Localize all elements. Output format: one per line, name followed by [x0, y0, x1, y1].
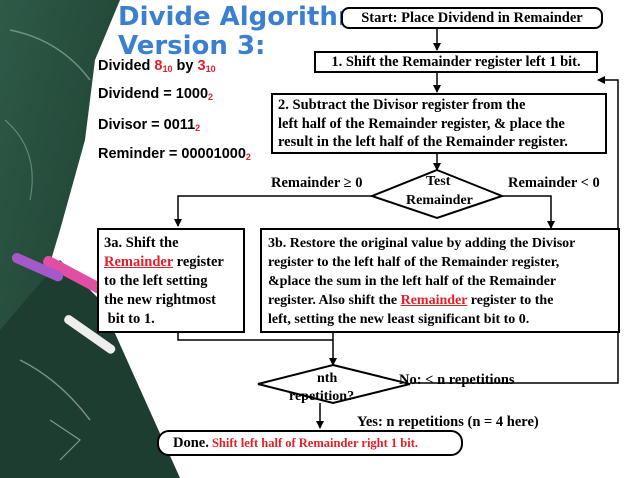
title-line-2: Version 3:	[118, 31, 266, 61]
chalk-purple-icon	[11, 253, 64, 282]
done-rest-label: Shift left half of Remainder right 1 bit…	[208, 436, 418, 450]
step3b-line-4: register. Also shift the Remainder regis…	[268, 291, 618, 310]
step3b-line-4-pre: register. Also shift the	[268, 293, 401, 308]
step2-line-3: result in the left half of the Remainder…	[278, 134, 568, 150]
nth-label-line-2: repetition?	[289, 389, 355, 404]
step3a-line-2: Remainder register	[104, 253, 243, 272]
reminder-value: Reminder = 00001000	[98, 146, 246, 162]
reminder-text: Reminder = 000010002	[98, 146, 251, 162]
divisor-value: Divisor = 0011	[98, 117, 196, 133]
step2-line-1: 2. Subtract the Divisor register from th…	[278, 97, 526, 113]
divided-mid: by	[172, 58, 198, 74]
step3b-remainder-link[interactable]: Remainder	[400, 293, 468, 308]
step3b-line-3: &place the sum in the left half of the R…	[268, 274, 557, 289]
dividend-base: 2	[208, 92, 214, 102]
start-label: Start: Place Dividend in Remainder	[361, 10, 583, 26]
branch-ge-label: Remainder ≥ 0	[271, 175, 363, 191]
step3a-line-1: 3a. Shift the	[104, 235, 179, 251]
divided-a-base: 10	[162, 64, 173, 74]
divided-b-base: 10	[205, 64, 216, 74]
divisor-base: 2	[195, 123, 201, 133]
branch-lt-label: Remainder < 0	[508, 175, 600, 191]
step1-label: 1. Shift the Remainder register left 1 b…	[331, 54, 581, 70]
no-branch-label: No: < n repetitions	[399, 372, 515, 388]
nth-repetition-diamond	[257, 363, 411, 405]
divided-by-text: Divided 810 by 310	[98, 58, 216, 74]
start-box: Start: Place Dividend in Remainder	[341, 7, 603, 29]
step3a-line-4: the new rightmost	[104, 292, 216, 308]
dividend-text: Dividend = 10002	[98, 86, 213, 102]
step1-box: 1. Shift the Remainder register left 1 b…	[314, 51, 598, 73]
divided-prefix: Divided	[98, 58, 155, 74]
step2-box: 2. Subtract the Divisor register from th…	[271, 93, 607, 154]
nth-label-line-1: nth	[317, 371, 338, 386]
step3b-line-1: 3b. Restore the original value by adding…	[268, 236, 576, 251]
divided-b: 3	[197, 58, 206, 74]
done-label: Done.	[173, 435, 209, 451]
divisor-text: Divisor = 00112	[98, 117, 200, 133]
step3a-remainder-link[interactable]: Remainder	[104, 254, 174, 270]
chalk-pink-icon	[43, 255, 107, 295]
divided-a: 8	[154, 58, 163, 74]
step3a-line-3: to the left setting	[104, 273, 208, 289]
chalk-white-icon	[64, 315, 116, 354]
step3b-line-4-post: register to the	[467, 293, 554, 308]
step3b-box: 3b. Restore the original value by adding…	[260, 228, 620, 333]
dividend-value: Dividend = 1000	[98, 86, 209, 102]
step3b-line-5: left, setting the new least significant …	[268, 312, 530, 327]
test-label-line-1: Test	[426, 174, 451, 189]
step3a-line-2-rest: register	[173, 254, 224, 270]
test-remainder-diamond	[369, 168, 505, 220]
step3a-line-5: bit to 1.	[104, 311, 155, 327]
step2-line-2: left half of the Remainder register, & p…	[278, 115, 565, 132]
done-box: Done. Shift left half of Remainder right…	[157, 430, 463, 456]
reminder-base: 2	[245, 152, 251, 162]
step3b-line-2: register to the left half of the Remaind…	[268, 255, 560, 270]
title-line-1: Divide Algorithm	[118, 2, 365, 32]
yes-branch-label: Yes: n repetitions (n = 4 here)	[357, 414, 539, 430]
step3a-box: 3a. Shift the Remainder register to the …	[97, 228, 245, 333]
test-label-line-2: Remainder	[406, 193, 473, 208]
